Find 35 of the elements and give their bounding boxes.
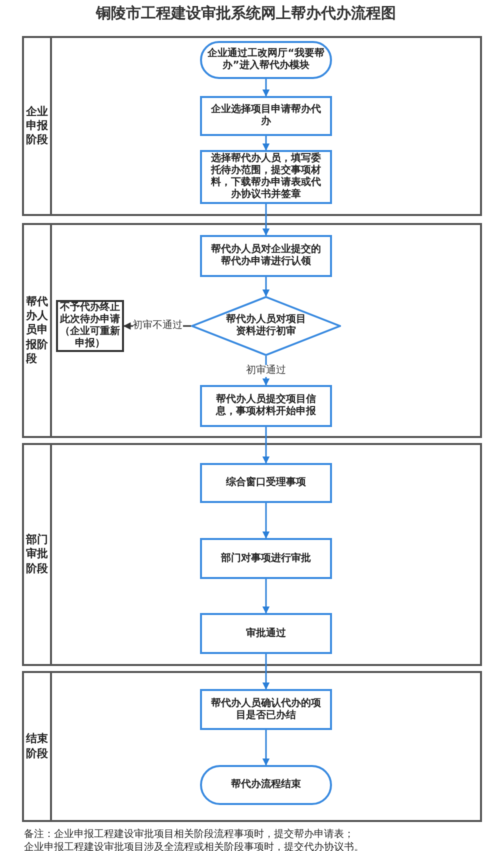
node-text: 帮代办人员确认代办的项目是否已办结 xyxy=(210,698,322,722)
process-box xyxy=(200,613,332,654)
node-text: 审批通过 xyxy=(245,628,287,640)
terminator-box xyxy=(200,765,332,805)
edge-label: 初审不通过 xyxy=(132,320,182,332)
node-text: 部门对事项进行审批 xyxy=(220,552,312,564)
terminator-box xyxy=(200,41,332,79)
node-text: 不予代办终止此次待办申请（企业可重新申报） xyxy=(59,302,121,350)
swimlane xyxy=(22,223,482,438)
process-box xyxy=(200,235,332,277)
node-text: 综合窗口受理事项 xyxy=(225,477,307,489)
footnote: 备注：企业申报工程建设审批项目相关阶段流程事项时，提交帮办申请表； xyxy=(24,828,354,841)
lane-label: 企业申报阶段 xyxy=(26,104,48,148)
edge-label: 初审通过 xyxy=(246,364,286,376)
process-box xyxy=(200,463,332,503)
process-box xyxy=(200,96,332,136)
node-text: 帮代办流程结束 xyxy=(230,779,302,791)
node-text: 帮代办人员对项目资料进行初审 xyxy=(225,314,307,338)
process-box xyxy=(200,385,332,427)
process-box xyxy=(200,150,332,204)
node-text: 帮代办人员提交项目信息，事项材料开始申报 xyxy=(214,394,317,418)
lane-label: 部门审批阶段 xyxy=(26,533,48,576)
node-text: 选择帮代办人员，填写委托待办范围，提交事项材料，下载帮办申请表或代办协议书并签章 xyxy=(210,153,322,201)
node-text: 帮代办人员对企业提交的帮代办申请进行认领 xyxy=(210,244,322,268)
node-text: 企业选择项目申请帮办代办 xyxy=(210,104,322,128)
swimlane xyxy=(22,671,482,822)
swimlane xyxy=(22,36,482,216)
process-box xyxy=(200,689,332,730)
lane-label: 帮代办人员申报阶段 xyxy=(26,294,48,366)
decision-diamond xyxy=(191,296,341,356)
diagram-title: 铜陵市工程建设审批系统网上帮办代办流程图 xyxy=(94,4,397,23)
node-text: 企业通过工改网厅“我要帮办”进入帮代办模块 xyxy=(206,48,326,72)
lane-label: 结束阶段 xyxy=(26,732,48,761)
process-box xyxy=(200,538,332,579)
swimlane xyxy=(22,443,482,666)
